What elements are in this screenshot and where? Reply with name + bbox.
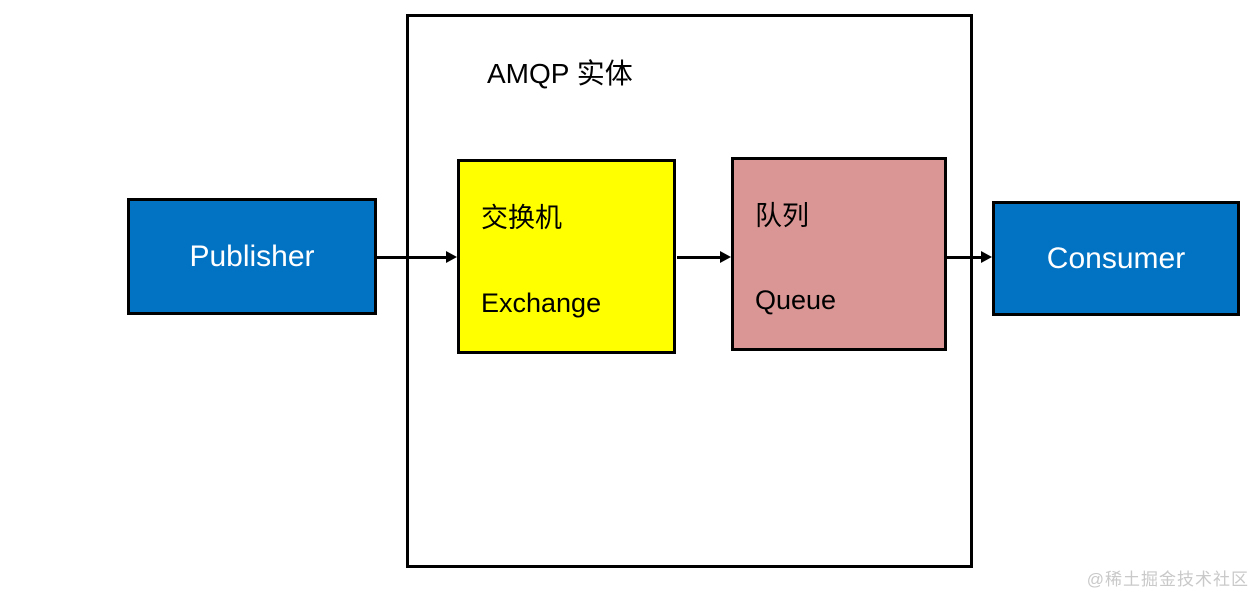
node-exchange-label-zh: 交换机 <box>481 203 562 233</box>
node-exchange-label-en: Exchange <box>481 288 602 318</box>
arrow-publisher-to-exchange <box>377 251 457 263</box>
node-queue-label-zh: 队列 <box>755 201 809 231</box>
node-queue-label-en: Queue <box>755 285 837 315</box>
watermark: @稀土掘金技术社区 <box>1086 570 1249 589</box>
node-exchange: 交换机 Exchange <box>457 159 676 354</box>
container-title: AMQP 实体 <box>487 58 633 89</box>
node-publisher: Publisher <box>127 198 377 315</box>
node-consumer-label: Consumer <box>1046 241 1186 275</box>
arrow-queue-to-consumer <box>947 251 992 263</box>
arrow-exchange-to-queue <box>677 251 731 263</box>
node-consumer: Consumer <box>992 201 1240 316</box>
amqp-entity-container <box>406 14 973 568</box>
node-queue: 队列 Queue <box>731 157 947 351</box>
node-publisher-label: Publisher <box>189 239 315 273</box>
